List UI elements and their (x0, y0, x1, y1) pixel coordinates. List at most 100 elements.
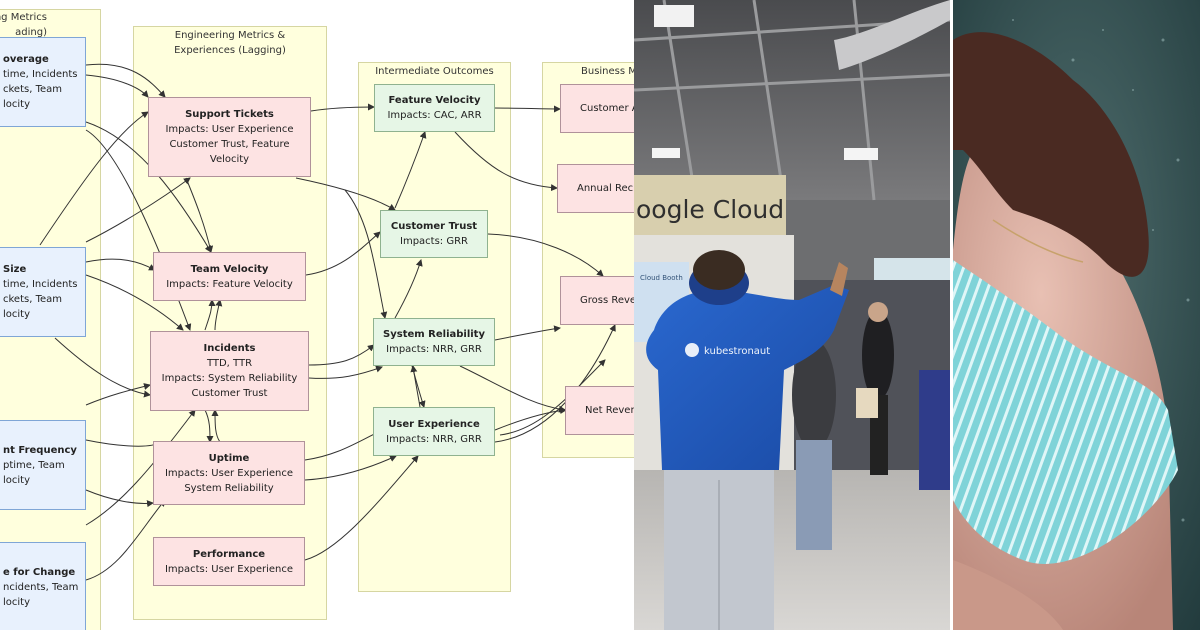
booth-sign-text: oogle Cloud (636, 195, 784, 224)
hand (830, 262, 848, 296)
edge (499, 359, 606, 436)
node-system-reliability: System Reliability Impacts: NRR, GRR (373, 318, 495, 366)
edge (305, 231, 381, 276)
edge (459, 365, 566, 413)
duct (834, 0, 950, 70)
node-support-tickets-desc: Impacts: User Experience Customer Trust,… (165, 124, 294, 165)
lane-business-title: Business Me (581, 66, 634, 77)
edge (85, 409, 196, 526)
attendee-head (868, 302, 888, 322)
portrait-scene (953, 0, 1200, 630)
portrait-photo (953, 0, 1200, 630)
edge (410, 365, 421, 408)
edge (85, 439, 161, 449)
node-feature-velocity-title: Feature Velocity (388, 95, 481, 106)
node-user-experience: User Experience Impacts: NRR, GRR (373, 407, 495, 456)
node-incidents-title: Incidents (203, 343, 256, 354)
node-size: Size time, Incidents ckets, Team locity (0, 247, 86, 337)
booth-screen-text: Cloud Booth (640, 274, 683, 282)
node-customer-acquisition-title: Customer A (580, 103, 634, 114)
edge (494, 325, 561, 341)
ceiling-light (654, 5, 694, 27)
striped-top (953, 260, 1178, 564)
node-frequency-title: nt Frequency (3, 444, 77, 456)
node-deployment-frequency: nt Frequency ptime, Team locity (0, 420, 86, 510)
edge (54, 337, 151, 398)
jacket-text: kubestronaut (704, 346, 770, 357)
edge (39, 111, 149, 246)
edge (85, 383, 151, 406)
edge (211, 409, 221, 443)
node-support-tickets: Support Tickets Impacts: User Experience… (148, 97, 311, 177)
ceiling-light (844, 148, 878, 160)
node-coverage: overage time, Incidents ckets, Team loci… (0, 37, 86, 127)
edge (85, 489, 154, 508)
tote-bag (856, 388, 878, 418)
edge (204, 409, 214, 443)
node-user-experience-desc: Impacts: NRR, GRR (386, 433, 482, 445)
node-performance-desc: Impacts: User Experience (164, 563, 294, 575)
node-uptime: Uptime Impacts: User Experience System R… (153, 441, 305, 505)
edge (454, 131, 558, 192)
node-system-reliability-title: System Reliability (383, 329, 485, 340)
edge (85, 63, 166, 98)
necklace (992, 219, 1084, 263)
node-incidents: Incidents TTD, TTR Impacts: System Relia… (150, 331, 309, 411)
node-uptime-desc: Impacts: User Experience System Reliabil… (164, 467, 294, 494)
panel-divider (950, 0, 953, 630)
node-coverage-desc: time, Incidents ckets, Team locity (3, 69, 78, 110)
lane-intermediate-title: Intermediate Outcomes (375, 66, 494, 77)
edge (185, 177, 214, 253)
lane-leading-title: ng Metrics ading) (0, 12, 47, 38)
node-coverage-title: overage (3, 54, 49, 65)
jeans (796, 440, 832, 550)
edge (295, 177, 396, 211)
arm (953, 560, 1063, 630)
node-size-desc: time, Incidents ckets, Team locity (3, 279, 78, 320)
node-annual-recurring-title: Annual Rec (577, 183, 634, 194)
edge (304, 455, 397, 481)
edge (308, 344, 375, 366)
edge (85, 499, 166, 581)
edge (394, 259, 423, 319)
blue-jacket (646, 285, 849, 470)
edge (493, 105, 561, 113)
node-team-velocity-title: Team Velocity (190, 263, 269, 275)
lane-lagging-title: Engineering Metrics & Experiences (Laggi… (174, 30, 286, 56)
metrics-diagram: ng Metrics ading) Engineering Metrics & … (0, 9, 634, 630)
edge (304, 429, 384, 461)
edge (487, 233, 604, 277)
booth-sign (634, 175, 786, 235)
node-incidents-desc: TTD, TTR Impacts: System Reliability Cus… (161, 358, 298, 399)
node-uptime-title: Uptime (208, 452, 250, 464)
node-support-tickets-title: Support Tickets (185, 109, 274, 120)
edge (344, 189, 388, 319)
attendee-back (792, 340, 836, 450)
edge (85, 274, 184, 331)
node-net-revenue: Net Reven (565, 386, 634, 435)
node-user-experience-title: User Experience (388, 418, 480, 430)
conference-photo: oogle Cloud Cloud Booth kubestronaut (634, 0, 950, 630)
kubestronaut-logo-icon (685, 343, 699, 357)
edge (85, 74, 149, 98)
node-size-title: Size (3, 264, 27, 275)
carpet (919, 370, 950, 490)
node-feature-velocity: Feature Velocity Impacts: CAC, ARR (374, 84, 495, 132)
ceiling-light (652, 148, 680, 158)
edge (204, 299, 216, 331)
conference-scene: oogle Cloud Cloud Booth kubestronaut (634, 0, 950, 630)
node-gross-revenue-title: Gross Reve (580, 295, 634, 306)
curly-hair (693, 250, 745, 290)
node-annual-recurring: Annual Rec (557, 164, 634, 213)
node-feature-velocity-desc: Impacts: CAC, ARR (387, 110, 482, 121)
node-lead-time-desc: ncidents, Team locity (3, 581, 79, 608)
node-customer-trust-desc: Impacts: GRR (400, 236, 468, 247)
node-net-revenue-title: Net Reven (585, 405, 634, 416)
edge (304, 455, 419, 561)
edge (85, 177, 191, 243)
node-system-reliability-desc: Impacts: NRR, GRR (386, 344, 482, 355)
edge (394, 131, 427, 209)
node-lead-time-title: e for Change (3, 566, 76, 578)
node-gross-revenue: Gross Reve (560, 276, 634, 325)
node-team-velocity-desc: Impacts: Feature Velocity (166, 278, 293, 290)
